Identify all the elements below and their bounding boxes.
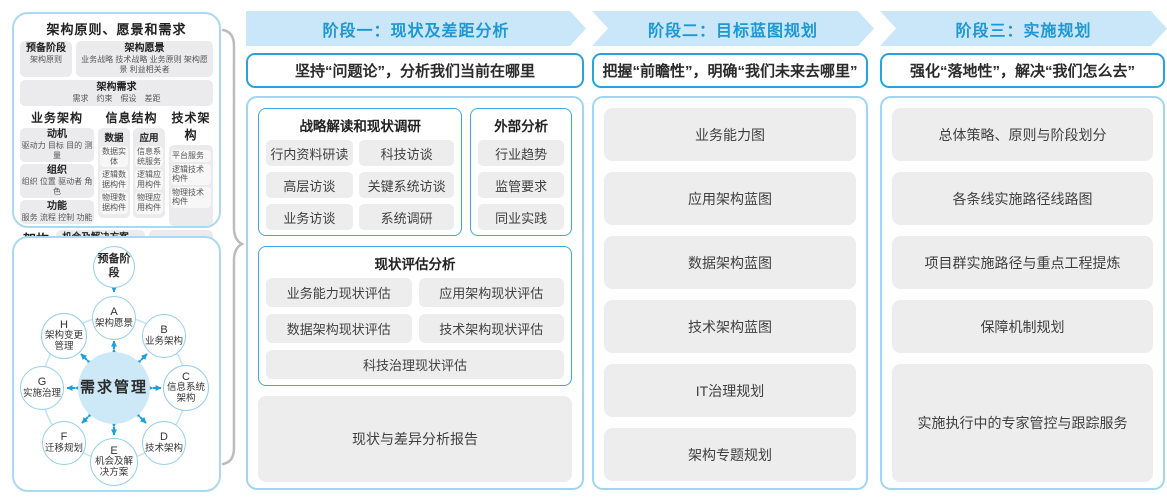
assessment-item: 业务能力现状评估 xyxy=(266,278,412,307)
phase2-header: 阶段二：目标蓝图规划 xyxy=(592,11,874,46)
prep-phase-box: 预备阶段 架构原则 xyxy=(20,41,72,77)
adm-node-g: G 实施治理 xyxy=(20,366,64,410)
adm-node-f: F 迁移规划 xyxy=(42,421,86,465)
phase3-item: 总体策略、原则与阶段划分 xyxy=(892,108,1153,161)
strategy-item: 科技访谈 xyxy=(358,140,455,166)
phase2-subtitle: 把握“前瞻性”，明确“我们未来去哪里” xyxy=(592,53,868,88)
adm-node-e: E 机会及解决方案 xyxy=(90,438,138,486)
phase2-item: 业务能力图 xyxy=(604,108,856,161)
phase2-item: 架构专题规划 xyxy=(604,428,856,481)
panel-title: 架构原则、愿景和需求 xyxy=(46,22,187,37)
prep-phase-title: 预备阶段 xyxy=(26,43,66,54)
strategy-item: 业务访谈 xyxy=(266,204,353,230)
phase3-item: 各条线实施路径线路图 xyxy=(892,172,1153,225)
adm-node-c: C 信息系统架构 xyxy=(163,365,209,411)
business-architecture-column: 业务架构 动机 驱动力 目标 目的 测量 组织 组织 位置 驱动者 角色 功能 … xyxy=(20,109,94,226)
technology-architecture-header: 技术架构 xyxy=(171,111,211,142)
architecture-vision-sub: 业务战略 技术战略 业务原则 架构愿景 利益相关者 xyxy=(81,55,208,74)
phase2-item: 数据架构蓝图 xyxy=(604,236,856,289)
assessment-item: 数据架构现状评估 xyxy=(266,314,412,343)
organization-box: 组织 组织 位置 驱动者 角色 xyxy=(20,164,94,198)
assessment-analysis-box: 现状评估分析 业务能力现状评估 应用架构现状评估 数据架构现状评估 技术架构现状… xyxy=(258,246,572,386)
strategy-item: 高层访谈 xyxy=(266,172,353,198)
information-structure-header: 信息结构 xyxy=(105,111,158,125)
external-item: 行业趋势 xyxy=(478,140,564,166)
architecture-principles-panel: 架构原则、愿景和需求 预备阶段 架构原则 架构愿景 业务战略 技术战略 业务原则… xyxy=(12,12,221,268)
strategy-item: 关键系统访谈 xyxy=(358,172,455,198)
phase1-subtitle: 坚持“问题论”，分析我们当前在哪里 xyxy=(246,53,584,88)
adm-cycle-panel: 预备阶段 需求管理 A 架构愿景 B 业务架构 C 信息系统架构 D 技术架构 … xyxy=(12,236,221,492)
strategy-research-box: 战略解读和现状调研 行内资料研读 科技访谈 高层访谈 关键系统访谈 业务访谈 系… xyxy=(258,108,463,236)
technology-architecture-column: 技术架构 平台服务 逻辑技术构件 物理技术构件 xyxy=(169,109,213,226)
brace-connector xyxy=(221,28,245,466)
strategy-item: 行内资料研读 xyxy=(266,140,353,166)
adm-node-b: B 业务架构 xyxy=(142,314,186,358)
phase2-item: 技术架构蓝图 xyxy=(604,300,856,353)
adm-node-h: H 架构变更管理 xyxy=(41,313,87,359)
prep-phase-sub: 架构原则 xyxy=(30,55,62,64)
phase3-item: 实施执行中的专家管控与跟踪服务 xyxy=(892,364,1153,482)
data-subcolumn: 数据 数据实体 逻辑数据构件 物理数据构件 xyxy=(98,128,130,218)
phase2-item: 应用架构蓝图 xyxy=(604,172,856,225)
phase2-content: 业务能力图 应用架构蓝图 数据架构蓝图 技术架构蓝图 IT治理规划 架构专题规划 xyxy=(592,96,868,490)
strategy-item: 系统调研 xyxy=(358,204,455,230)
information-structure-column: 信息结构 数据 数据实体 逻辑数据构件 物理数据构件 应用 信息系统服务 逻辑应… xyxy=(98,109,165,226)
phase3-header: 阶段三：实施规划 xyxy=(880,11,1167,46)
motivation-box: 动机 驱动力 目标 目的 测量 xyxy=(20,128,94,162)
phase2-item: IT治理规划 xyxy=(604,364,856,417)
external-item: 同业实践 xyxy=(478,204,564,230)
gap-analysis-report-box: 现状与差异分析报告 xyxy=(258,396,572,482)
assessment-item: 技术架构现状评估 xyxy=(418,314,564,343)
phase1-content: 战略解读和现状调研 行内资料研读 科技访谈 高层访谈 关键系统访谈 业务访谈 系… xyxy=(246,96,584,490)
adm-node-preliminary: 预备阶段 xyxy=(93,246,135,288)
architecture-vision-box: 架构愿景 业务战略 技术战略 业务原则 架构愿景 利益相关者 xyxy=(76,41,213,77)
architecture-requirements-box: 架构需求 需求 约束 假设 差距 xyxy=(20,80,213,106)
business-architecture-header: 业务架构 xyxy=(30,111,83,125)
phase3-content: 总体策略、原则与阶段划分 各条线实施路径线路图 项目群实施路径与重点工程提炼 保… xyxy=(880,96,1165,490)
architecture-requirements-sub: 需求 约束 假设 差距 xyxy=(72,94,161,103)
architecture-vision-title: 架构愿景 xyxy=(124,43,165,54)
external-item: 监管要求 xyxy=(478,172,564,198)
adm-node-a: A 架构愿景 xyxy=(92,296,136,340)
phase3-subtitle: 强化“落地性”，解决“我们怎么去” xyxy=(880,53,1165,88)
assessment-item: 应用架构现状评估 xyxy=(418,278,564,307)
phase1-header: 阶段一：现状及差距分析 xyxy=(246,11,586,46)
architecture-requirements-title: 架构需求 xyxy=(96,82,137,93)
external-analysis-box: 外部分析 行业趋势 监管要求 同业实践 xyxy=(470,108,572,236)
function-box: 功能 服务 流程 控制 功能 xyxy=(20,200,94,224)
assessment-item: 科技治理现状评估 xyxy=(266,350,564,379)
application-subcolumn: 应用 信息系统服务 逻辑应用构件 物理应用构件 xyxy=(133,128,165,218)
phase3-item: 保障机制规划 xyxy=(892,300,1153,353)
adm-node-requirements-management: 需求管理 xyxy=(78,352,150,424)
phase3-item: 项目群实施路径与重点工程提炼 xyxy=(892,236,1153,289)
adm-node-d: D 技术架构 xyxy=(142,421,186,465)
